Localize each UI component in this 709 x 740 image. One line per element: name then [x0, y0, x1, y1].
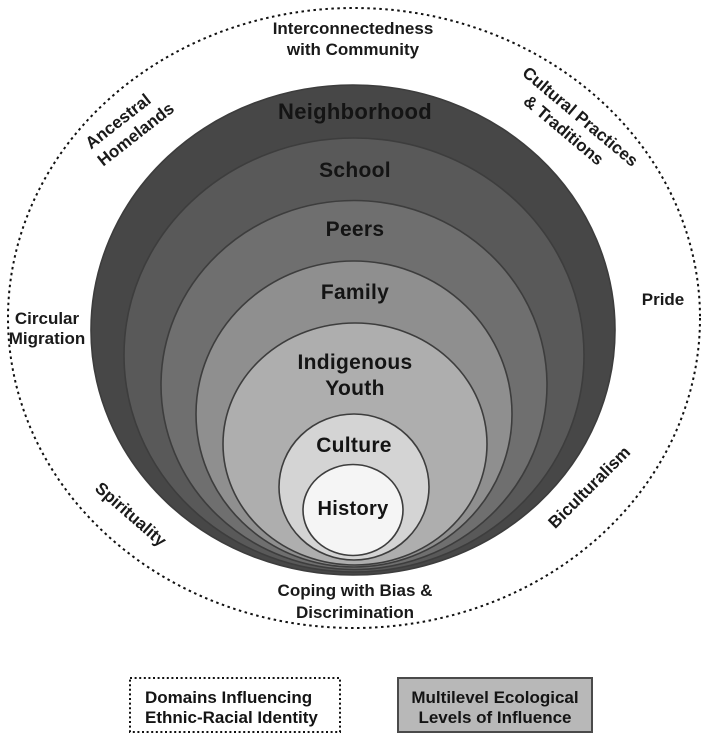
level-label-indigenous-youth-line-1: Indigenous — [298, 351, 413, 374]
legend-box-domains — [129, 677, 341, 733]
domain-label-circular-migration: Circular Migration — [9, 309, 86, 348]
level-label-culture: Culture — [316, 434, 392, 457]
domain-label-ancestral-homelands: Ancestral Homelands — [82, 90, 178, 170]
domain-label-circular-migration-line-2: Migration — [9, 329, 86, 348]
level-ellipse-history — [302, 463, 404, 557]
legend-levels-line-2: Levels of Influence — [418, 708, 571, 727]
domains-boundary-dashed-ellipse — [7, 7, 701, 629]
level-label-family: Family — [321, 281, 389, 304]
legend-box-levels — [397, 677, 593, 733]
domain-label-circular-migration-line-1: Circular — [15, 309, 80, 328]
domain-label-coping-bias-line-1: Coping with Bias & — [278, 581, 433, 600]
level-label-indigenous-youth-line-2: Youth — [325, 377, 384, 400]
domain-label-interconnectedness: Interconnectedness with Community — [273, 19, 434, 59]
level-label-neighborhood: Neighborhood — [278, 99, 432, 124]
domain-label-coping-bias-line-2: Discrimination — [296, 603, 414, 622]
domain-label-interconnectedness-line-1: Interconnectedness — [273, 19, 434, 38]
legend: Domains Influencing Ethnic-Racial Identi… — [129, 677, 593, 733]
domain-label-interconnectedness-line-2: with Community — [286, 40, 420, 59]
level-label-school: School — [319, 159, 391, 182]
level-label-history: History — [317, 498, 389, 520]
level-label-peers: Peers — [326, 218, 385, 241]
level-label-indigenous-youth: Indigenous Youth — [298, 351, 413, 400]
legend-domains-line-2: Ethnic-Racial Identity — [145, 708, 318, 727]
legend-levels-line-1: Multilevel Ecological — [411, 688, 578, 707]
domain-label-pride: Pride — [642, 290, 685, 309]
domain-label-coping-bias: Coping with Bias & Discrimination — [278, 581, 433, 622]
legend-domains-line-1: Domains Influencing — [145, 688, 312, 707]
